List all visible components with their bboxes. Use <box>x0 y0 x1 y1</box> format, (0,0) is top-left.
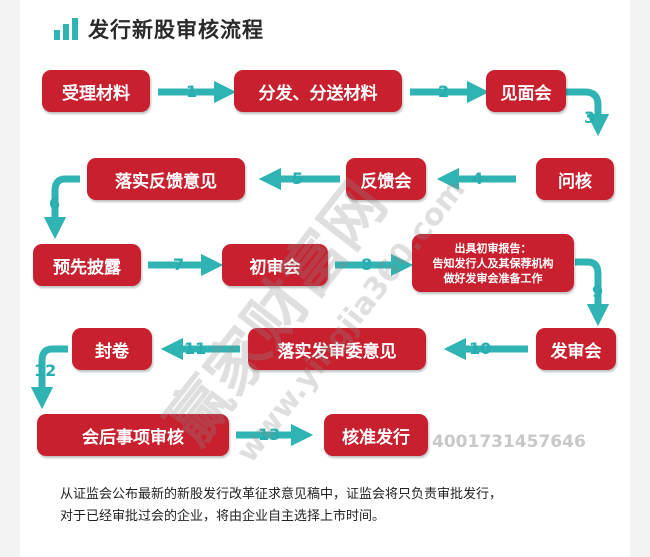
watermark-phone: 4001731457646 <box>432 432 586 452</box>
step-box-implement-feedback: 落实反馈意见 <box>87 158 245 200</box>
report-line-3: 做好发审会准备工作 <box>443 271 543 285</box>
step-number: 13 <box>258 425 281 444</box>
footer-line-2: 对于已经审批过会的企业，将由企业自主选择上市时间。 <box>60 509 386 524</box>
step-number: 6 <box>49 194 61 213</box>
step-box-implement-committee-opinions: 落实发审委意见 <box>248 328 426 370</box>
footer-note: 从证监会公布最新的新股发行改革征求意见稿中，证监会将只负责审批发行， 对于已经审… <box>60 484 620 528</box>
step-box-preliminary-review: 初审会 <box>222 244 328 286</box>
step-number: 1 <box>186 82 198 101</box>
step-box-preliminary-report: 出具初审报告： 告知发行人及其保荐机构 做好发审会准备工作 <box>412 234 574 292</box>
arrow-12 <box>30 345 68 410</box>
step-box-pre-disclosure: 预先披露 <box>33 244 141 286</box>
step-number: 4 <box>472 169 484 188</box>
step-box-meeting: 见面会 <box>486 70 566 112</box>
step-number: 2 <box>438 82 450 101</box>
report-line-2: 告知发行人及其保荐机构 <box>432 256 554 270</box>
step-number: 12 <box>34 361 57 380</box>
report-line-1: 出具初审报告： <box>454 241 532 255</box>
step-box-distribute-materials: 分发、分送材料 <box>234 70 402 112</box>
arrow-6 <box>43 175 80 240</box>
step-number: 7 <box>173 255 185 274</box>
step-box-issuance-committee: 发审会 <box>536 328 616 370</box>
step-number: 10 <box>469 339 492 358</box>
page-title: 发行新股审核流程 <box>88 18 264 42</box>
step-box-approve-issuance: 核准发行 <box>324 414 428 456</box>
header: 发行新股审核流程 <box>54 14 264 44</box>
step-number: 3 <box>584 108 596 127</box>
step-number: 5 <box>292 169 304 188</box>
step-box-feedback-meeting: 反馈会 <box>346 158 426 200</box>
bar-chart-icon <box>54 18 78 40</box>
step-box-seal-files: 封卷 <box>72 328 152 370</box>
step-number: 9 <box>592 282 604 301</box>
step-number: 8 <box>361 255 373 274</box>
step-box-post-meeting-review: 会后事项审核 <box>37 414 229 456</box>
step-box-accept-materials: 受理材料 <box>42 70 150 112</box>
step-number: 11 <box>184 339 207 358</box>
footer-line-1: 从证监会公布最新的新股发行改革征求意见稿中，证监会将只负责审批发行， <box>60 487 503 502</box>
arrow-9 <box>575 258 610 327</box>
arrow-3 <box>566 88 610 137</box>
step-box-inquiry: 问核 <box>536 158 614 200</box>
